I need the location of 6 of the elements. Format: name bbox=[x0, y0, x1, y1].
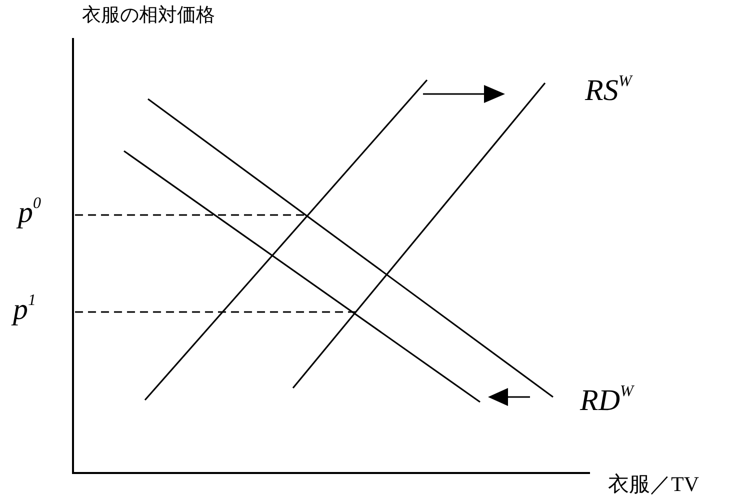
curve-label: RD$^{W}$ bbox=[580, 386, 634, 416]
price-label: p$^{1}$ bbox=[13, 295, 36, 325]
curve-label: RS$^{W}$ bbox=[585, 76, 632, 106]
axis-label: 衣服／TV bbox=[608, 474, 699, 495]
axis-label: 衣服の相対価格 bbox=[82, 6, 215, 25]
price-label: p$^{0}$ bbox=[18, 198, 41, 228]
